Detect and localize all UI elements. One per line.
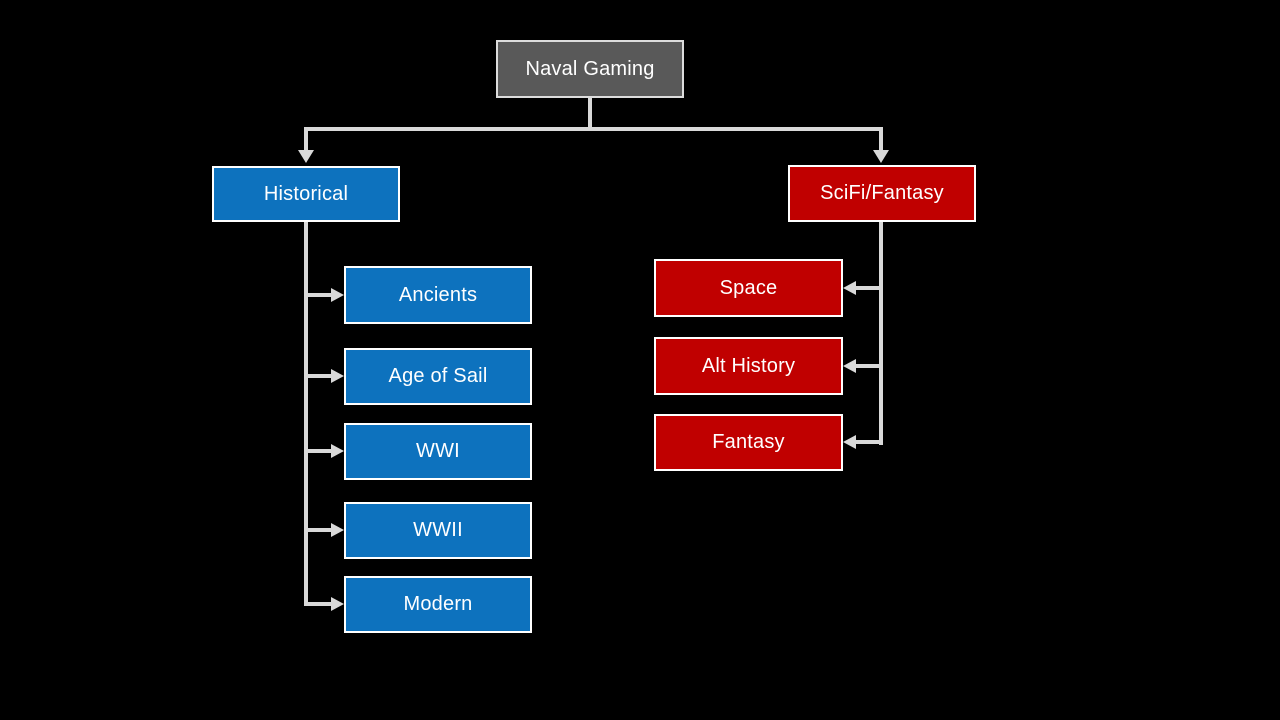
- rail-scifi: [879, 222, 883, 445]
- arrowhead-right-modern: [331, 597, 344, 611]
- rail-historical: [304, 222, 308, 606]
- node-alt-history-label: Alt History: [701, 354, 796, 377]
- node-wwi-label: WWI: [416, 440, 460, 462]
- connector-modern-stem: [304, 602, 331, 606]
- node-scifi-fantasy-label: SciFi/Fantasy: [820, 182, 944, 204]
- connector-space-stem: [856, 286, 883, 290]
- node-fantasy: Fantasy: [654, 414, 843, 471]
- node-ancients: Ancients: [344, 266, 532, 324]
- node-historical-label: Historical: [263, 182, 349, 205]
- node-ancients-label: Ancients: [398, 283, 478, 306]
- connector-root-stem: [588, 97, 592, 128]
- arrowhead-right-wwi: [331, 444, 344, 458]
- arrowhead-down-scifi: [873, 150, 889, 163]
- node-modern: Modern: [344, 576, 532, 633]
- connector-drop-scifi-stem: [879, 127, 883, 150]
- connector-root-horizontal: [304, 127, 883, 131]
- node-wwii-label: WWII: [413, 519, 463, 541]
- node-historical: Historical: [212, 166, 400, 222]
- node-space: Space: [654, 259, 843, 317]
- node-modern-label: Modern: [403, 593, 473, 615]
- connector-drop-historical-stem: [304, 127, 308, 150]
- node-alt-history: Alt History: [654, 337, 843, 395]
- arrowhead-left-fantasy: [843, 435, 856, 449]
- connector-ancients-stem: [304, 293, 331, 297]
- connector-wwi-stem: [304, 449, 331, 453]
- connector-age-of-sail-stem: [304, 374, 331, 378]
- arrowhead-right-wwii: [331, 523, 344, 537]
- node-fantasy-label: Fantasy: [712, 431, 785, 453]
- node-wwii: WWII: [344, 502, 532, 559]
- node-scifi-fantasy: SciFi/Fantasy: [788, 165, 976, 222]
- node-root-label: Naval Gaming: [525, 57, 655, 80]
- connector-wwii-stem: [304, 528, 331, 532]
- arrowhead-left-space: [843, 281, 856, 295]
- arrowhead-left-alt-history: [843, 359, 856, 373]
- node-root: Naval Gaming: [496, 40, 684, 98]
- node-age-of-sail: Age of Sail: [344, 348, 532, 405]
- node-wwi: WWI: [344, 423, 532, 480]
- connector-fantasy-stem: [856, 440, 883, 444]
- connector-alt-history-stem: [856, 364, 883, 368]
- node-space-label: Space: [719, 276, 778, 299]
- node-age-of-sail-label: Age of Sail: [388, 365, 488, 387]
- arrowhead-down-historical: [298, 150, 314, 163]
- arrowhead-right-age-of-sail: [331, 369, 344, 383]
- arrowhead-right-ancients: [331, 288, 344, 302]
